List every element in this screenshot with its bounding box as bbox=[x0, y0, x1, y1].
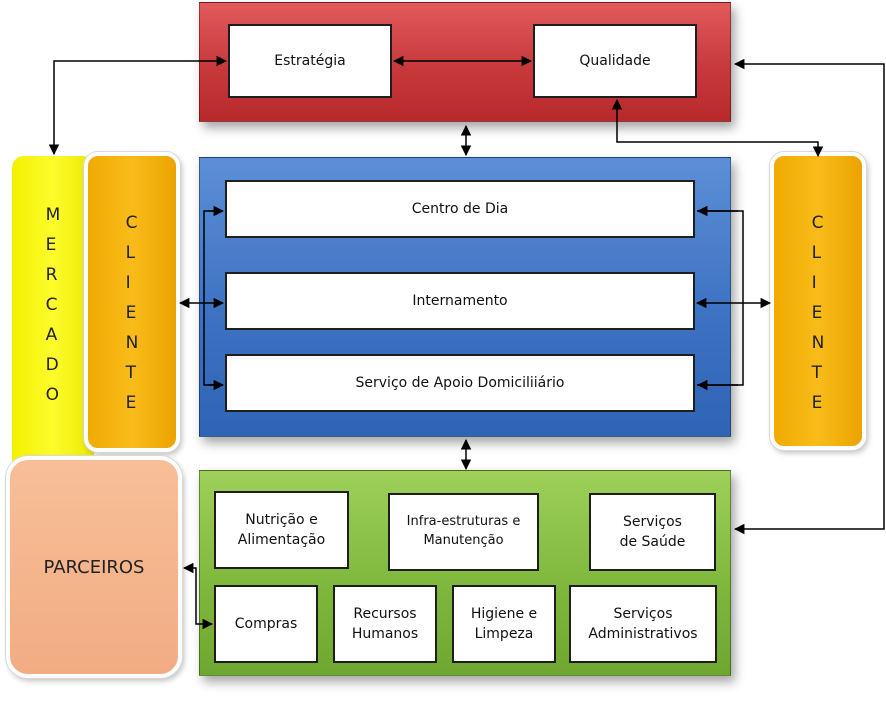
qualidade-box: Qualidade bbox=[533, 24, 697, 98]
cliente-letters-letter: E bbox=[811, 303, 823, 323]
higiene-label: Higiene e Limpeza bbox=[470, 605, 538, 642]
internamento-box: Internamento bbox=[225, 272, 695, 330]
cliente-letters-letter: L bbox=[811, 243, 822, 263]
cliente-letters-letter: C bbox=[811, 213, 824, 233]
infraestruturas-box: Infra-estruturas e Manutenção bbox=[388, 493, 539, 571]
cliente-letters-letter: T bbox=[125, 363, 137, 383]
compras-box: Compras bbox=[214, 585, 318, 663]
arrow-qualidade-cliente bbox=[611, 98, 824, 158]
mercado-letters-letter: E bbox=[45, 235, 57, 255]
mercado-letters-letter: R bbox=[45, 265, 58, 285]
mercado-letters-letter: C bbox=[45, 295, 58, 315]
arrow-estrategia-mercado bbox=[48, 55, 228, 156]
parceiros-box: PARCEIROS bbox=[6, 456, 182, 678]
recursos-humanos-label: Recursos Humanos bbox=[351, 605, 419, 642]
estrategia-box: Estratégia bbox=[228, 24, 392, 98]
arrow-right-loop bbox=[733, 58, 885, 535]
cliente-letters-letter: E bbox=[125, 303, 137, 323]
cliente-letters-letter: C bbox=[125, 213, 138, 233]
mercado-letters-letter: A bbox=[45, 325, 58, 345]
recursos-humanos-box: Recursos Humanos bbox=[333, 585, 437, 663]
higiene-box: Higiene e Limpeza bbox=[452, 585, 556, 663]
bracket-left bbox=[203, 210, 223, 386]
bracket-right bbox=[697, 210, 744, 386]
centro-de-dia-label: Centro de Dia bbox=[411, 200, 509, 217]
administrativos-label: Serviços Administrativos bbox=[588, 605, 698, 642]
mercado-letters-letter: D bbox=[45, 355, 59, 375]
cliente-letters-letter: L bbox=[125, 243, 136, 263]
nutricao-box: Nutrição e Alimentação bbox=[214, 491, 349, 569]
cliente-letters-letter: I bbox=[811, 273, 817, 293]
arrow-parceiros-compras bbox=[182, 562, 214, 630]
administrativos-box: Serviços Administrativos bbox=[569, 585, 717, 663]
saude-label: Serviços de Saúde bbox=[619, 513, 686, 550]
cliente-letters-letter: E bbox=[125, 393, 137, 413]
mercado-letters-letter: O bbox=[45, 385, 60, 405]
cliente-letters-letter: N bbox=[811, 333, 825, 353]
compras-label: Compras bbox=[234, 615, 298, 632]
apoio-domiciliario-box: Serviço de Apoio Domiciliiário bbox=[225, 354, 695, 412]
mercado-letters-letter: M bbox=[45, 205, 61, 225]
estrategia-label: Estratégia bbox=[274, 52, 346, 69]
qualidade-label: Qualidade bbox=[579, 52, 651, 69]
cliente-letters-letter: N bbox=[125, 333, 139, 353]
nutricao-label: Nutrição e Alimentação bbox=[237, 511, 326, 548]
cliente-letters-letter: E bbox=[811, 393, 823, 413]
cliente-letters-letter: I bbox=[125, 273, 131, 293]
internamento-label: Internamento bbox=[412, 292, 508, 309]
infraestruturas-label: Infra-estruturas e Manutenção bbox=[406, 514, 521, 548]
apoio-domiciliario-label: Serviço de Apoio Domiciliiário bbox=[355, 374, 565, 391]
centro-de-dia-box: Centro de Dia bbox=[225, 180, 695, 238]
saude-box: Serviços de Saúde bbox=[589, 493, 716, 571]
parceiros-label: PARCEIROS bbox=[43, 556, 145, 578]
cliente-letters-letter: T bbox=[811, 363, 823, 383]
